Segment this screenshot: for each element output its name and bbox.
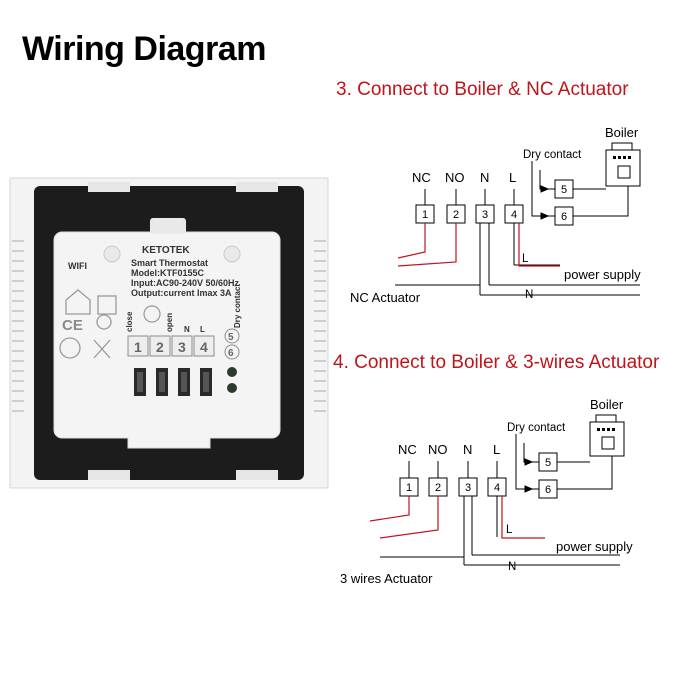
diagram-3-actuator: NC Actuator [350, 290, 421, 305]
diagram-4-terminal-1: 1 [406, 482, 412, 494]
device-terminal-3: 3 [178, 339, 186, 355]
diagram-4-wires [380, 434, 620, 566]
diagram-4-actuator: 3 wires Actuator [340, 571, 433, 586]
clip-top-left [88, 182, 130, 192]
device-dry-contact-label: Dry contact [233, 284, 242, 328]
diagram-4-boiler-label: Boiler [590, 397, 624, 412]
diagram-4-power-supply: power supply [556, 539, 633, 554]
diagram-4: 4. Connect to Boiler & 3-wires Actuator … [333, 352, 660, 586]
clip-bottom-left [88, 470, 130, 480]
person-bin-icon [59, 337, 81, 359]
screw-hole-right [223, 245, 241, 263]
product-label: Smart Thermostat [131, 258, 208, 268]
device-contact-5-ring [224, 328, 240, 344]
diagram-3-l-label: L [522, 253, 529, 265]
diagram-3-terminal-3: 3 [482, 209, 488, 221]
diagram-3-label-nc: NC [412, 170, 431, 185]
diagram-4-label-nc: NC [398, 442, 417, 457]
diagram-3-terminal-row [415, 204, 524, 224]
diagram-3-wires [395, 161, 640, 296]
brand-label: KETOTEK [142, 245, 190, 256]
input-label: Input:AC90-240V 50/60Hz [131, 278, 240, 288]
diagram-4-terminal-3: 3 [465, 482, 471, 494]
screw-terminal-block [134, 368, 212, 396]
diagram-3-boiler-icon [605, 149, 641, 187]
dry-contact-screw-5 [227, 367, 237, 377]
vent-slots-left [12, 240, 24, 412]
diagram-4-title: 4. Connect to Boiler & 3-wires Actuator [333, 352, 660, 373]
diagram-3-label-l: L [509, 170, 516, 185]
device-terminal-4: 4 [200, 339, 208, 355]
clip-bottom-right [236, 470, 278, 480]
page-title: Wiring Diagram [22, 30, 266, 68]
diagram-3: 3. Connect to Boiler & NC Actuator Boile… [336, 79, 641, 305]
device-contact-6-ring [224, 344, 240, 360]
diagram-4-label-l: L [493, 442, 500, 457]
diagram-4-dry-contact-label: Dry contact [507, 422, 566, 434]
device-terminal-2: 2 [156, 339, 164, 355]
thermostat-back-photo: WIFI KETOTEK Smart Thermostat Model:KTF0… [9, 177, 329, 489]
open-label: open [165, 313, 174, 332]
diagram-4-contact-5: 5 [545, 457, 551, 469]
square-icon [97, 295, 117, 315]
house-icon [65, 289, 91, 315]
device-n-label: N [184, 325, 190, 334]
module-top-tab [150, 218, 186, 234]
diagram-3-title: 3. Connect to Boiler & NC Actuator [336, 79, 629, 100]
diagram-3-power-supply: power supply [564, 267, 641, 282]
diagram-3-contact-6: 6 [561, 211, 567, 223]
close-label: close [125, 311, 134, 332]
device-l-label: L [200, 325, 205, 334]
diagram-4-label-no: NO [428, 442, 448, 457]
device-contact-5: 5 [228, 332, 234, 343]
diagram-4-n-label: N [508, 561, 516, 573]
vent-slots-right [314, 240, 326, 412]
diagram-4-boiler-top [595, 414, 617, 423]
device-terminal-1: 1 [134, 339, 142, 355]
wifi-label: WIFI [68, 261, 87, 271]
diagram-4-terminal-4: 4 [494, 482, 500, 494]
recycle-icon [96, 314, 112, 330]
model-label: Model:KTF0155C [131, 268, 205, 278]
diagram-4-l-label: L [506, 524, 513, 536]
device-terminal-strip: 1 2 3 4 [127, 335, 215, 357]
diagram-4-label-n: N [463, 442, 472, 457]
diagram-3-label-n: N [480, 170, 489, 185]
diagram-3-terminal-4: 4 [511, 209, 517, 221]
diagram-3-red-wires [397, 223, 560, 267]
screw-hole-left [103, 245, 121, 263]
diagram-4-contact-6: 6 [545, 484, 551, 496]
diagram-3-terminal-1: 1 [422, 209, 428, 221]
diagram-3-terminal-2: 2 [453, 209, 459, 221]
motor-icon [143, 305, 161, 323]
diagram-4-red-wires [369, 496, 545, 539]
output-label: Output:current Imax 3A [131, 288, 232, 298]
diagram-3-label-no: NO [445, 170, 465, 185]
diagram-4-boiler-icon [589, 421, 625, 457]
diagram-3-boiler-label: Boiler [605, 125, 639, 140]
diagram-3-n-label: N [525, 289, 533, 301]
diagram-4-terminal-2: 2 [435, 482, 441, 494]
device-contact-6: 6 [228, 348, 234, 359]
weee-bin-icon [93, 339, 111, 359]
clip-top-right [236, 182, 278, 192]
ce-mark-icon: CE [62, 317, 83, 334]
diagram-3-boiler-top [611, 142, 633, 151]
diagram-3-contact-5: 5 [561, 184, 567, 196]
diagram-4-terminal-row [399, 477, 507, 497]
diagram-3-dry-contact-label: Dry contact [523, 149, 582, 161]
dry-contact-screw-6 [227, 383, 237, 393]
